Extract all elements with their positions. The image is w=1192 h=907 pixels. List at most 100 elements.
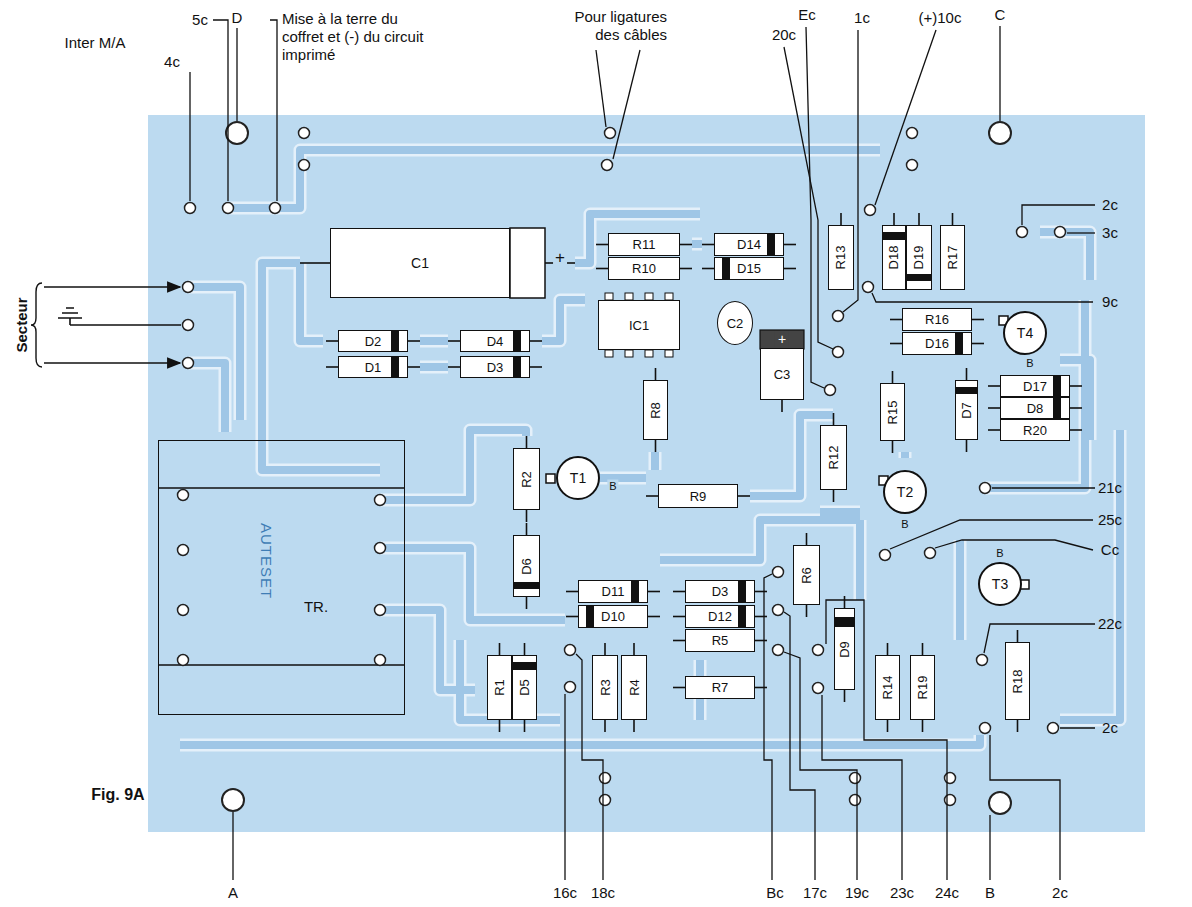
trace-outline [854,520,867,600]
trace [985,300,1085,488]
component-lead [530,366,542,368]
component-lead [893,213,895,225]
component-label: D1 [365,361,382,374]
component-body: R10 [608,257,680,280]
component-body: D2 [338,330,408,352]
trace [420,337,448,345]
component-label: D14 [737,238,761,251]
trace [300,263,323,341]
mounting-holes [222,122,1011,814]
callout-label: Secteur [13,297,31,352]
solder-pad [773,645,784,656]
transistor-tab [546,474,555,483]
callout-label: 18c [591,884,615,902]
trace-outline [230,150,880,208]
leader-line [822,695,902,880]
trace [956,540,964,640]
leader-line [1060,727,1095,728]
component-lead [840,213,842,225]
component-lead [781,400,783,412]
component-body: R8 [643,380,668,440]
component-lead [1070,429,1082,431]
callout-label: 2c [1102,196,1118,214]
component-lead [648,591,660,593]
component-label: R5 [712,634,729,647]
callout-label: 24c [935,884,959,902]
solder-pad [223,203,234,214]
trace [575,214,700,263]
component-leads [300,213,1082,732]
callout-label: 19c [845,884,869,902]
component-lead [499,643,501,655]
mounting-hole [989,122,1011,144]
solder-pad [600,795,611,806]
callout-label: B [607,480,618,493]
callout-label: 21c [1098,479,1122,497]
component-label: R17 [946,246,959,270]
ic-package: IC1 [598,300,680,350]
trace-outline [660,520,860,560]
trace [901,452,909,458]
leader-line [213,20,228,201]
trace-outline [188,287,240,420]
component-body: R12 [820,425,847,490]
solder-pad [850,795,861,806]
component-lead [988,429,1000,431]
leader-line [236,28,237,121]
trace-outline [420,335,448,348]
mains-input [31,283,181,367]
solder-pad [183,320,194,331]
mains-arrow [44,362,180,364]
component-body: D4 [460,330,530,352]
ic-pin [665,293,673,300]
component-label: R4 [628,679,641,696]
trace-outline [649,452,662,470]
component-lead [680,268,692,270]
component-lead [673,591,685,593]
component-label: TR. [302,598,330,615]
solder-pad [833,347,844,358]
component-label: R2 [520,471,533,488]
component-body: D9 [834,608,855,690]
transistor-body: T3 [978,562,1022,606]
component-lead [673,640,685,642]
transformer-body: TR.AUTESET [158,440,405,715]
component-lead [526,510,528,522]
copper-traces [180,150,1120,745]
component-lead [966,368,968,380]
solder-pad [980,483,991,494]
component-body: D5 [512,655,537,720]
callout-label: 4c [164,53,180,71]
component-lead [526,597,528,609]
callout-label: 9c [1102,293,1118,311]
callout-label: 22c [1098,615,1122,633]
trace-outline [692,238,702,251]
trace [542,300,585,341]
transformer-lines [158,488,405,665]
component-lead [596,268,608,270]
component-label: IC1 [629,319,649,332]
component-body: R16 [902,308,972,331]
callout-label: 23c [890,884,914,902]
callout-label: 2c [1052,884,1068,902]
component-lead [530,340,542,342]
leader-line [1022,205,1095,225]
solder-pad [925,548,936,559]
solder-pad [1017,227,1028,238]
callout-label: 20c [772,26,796,44]
callout-label: 16c [553,884,577,902]
note-text: Pour ligatures des câbles [555,8,667,44]
note-text: Mise à la terre du coffret et (-) du cir… [282,10,432,64]
component-label: D3 [712,585,729,598]
component-lead [922,643,924,655]
solder-pad [813,645,824,656]
component-label: D6 [520,558,533,575]
component-lead [648,616,660,618]
component-lead [680,244,692,246]
component-label: D5 [518,679,531,696]
component-lead [833,413,835,425]
component-body: D17 [1000,375,1070,397]
solder-pad [977,655,988,666]
transistor-tabs [546,316,1029,589]
component-lead [755,616,767,618]
